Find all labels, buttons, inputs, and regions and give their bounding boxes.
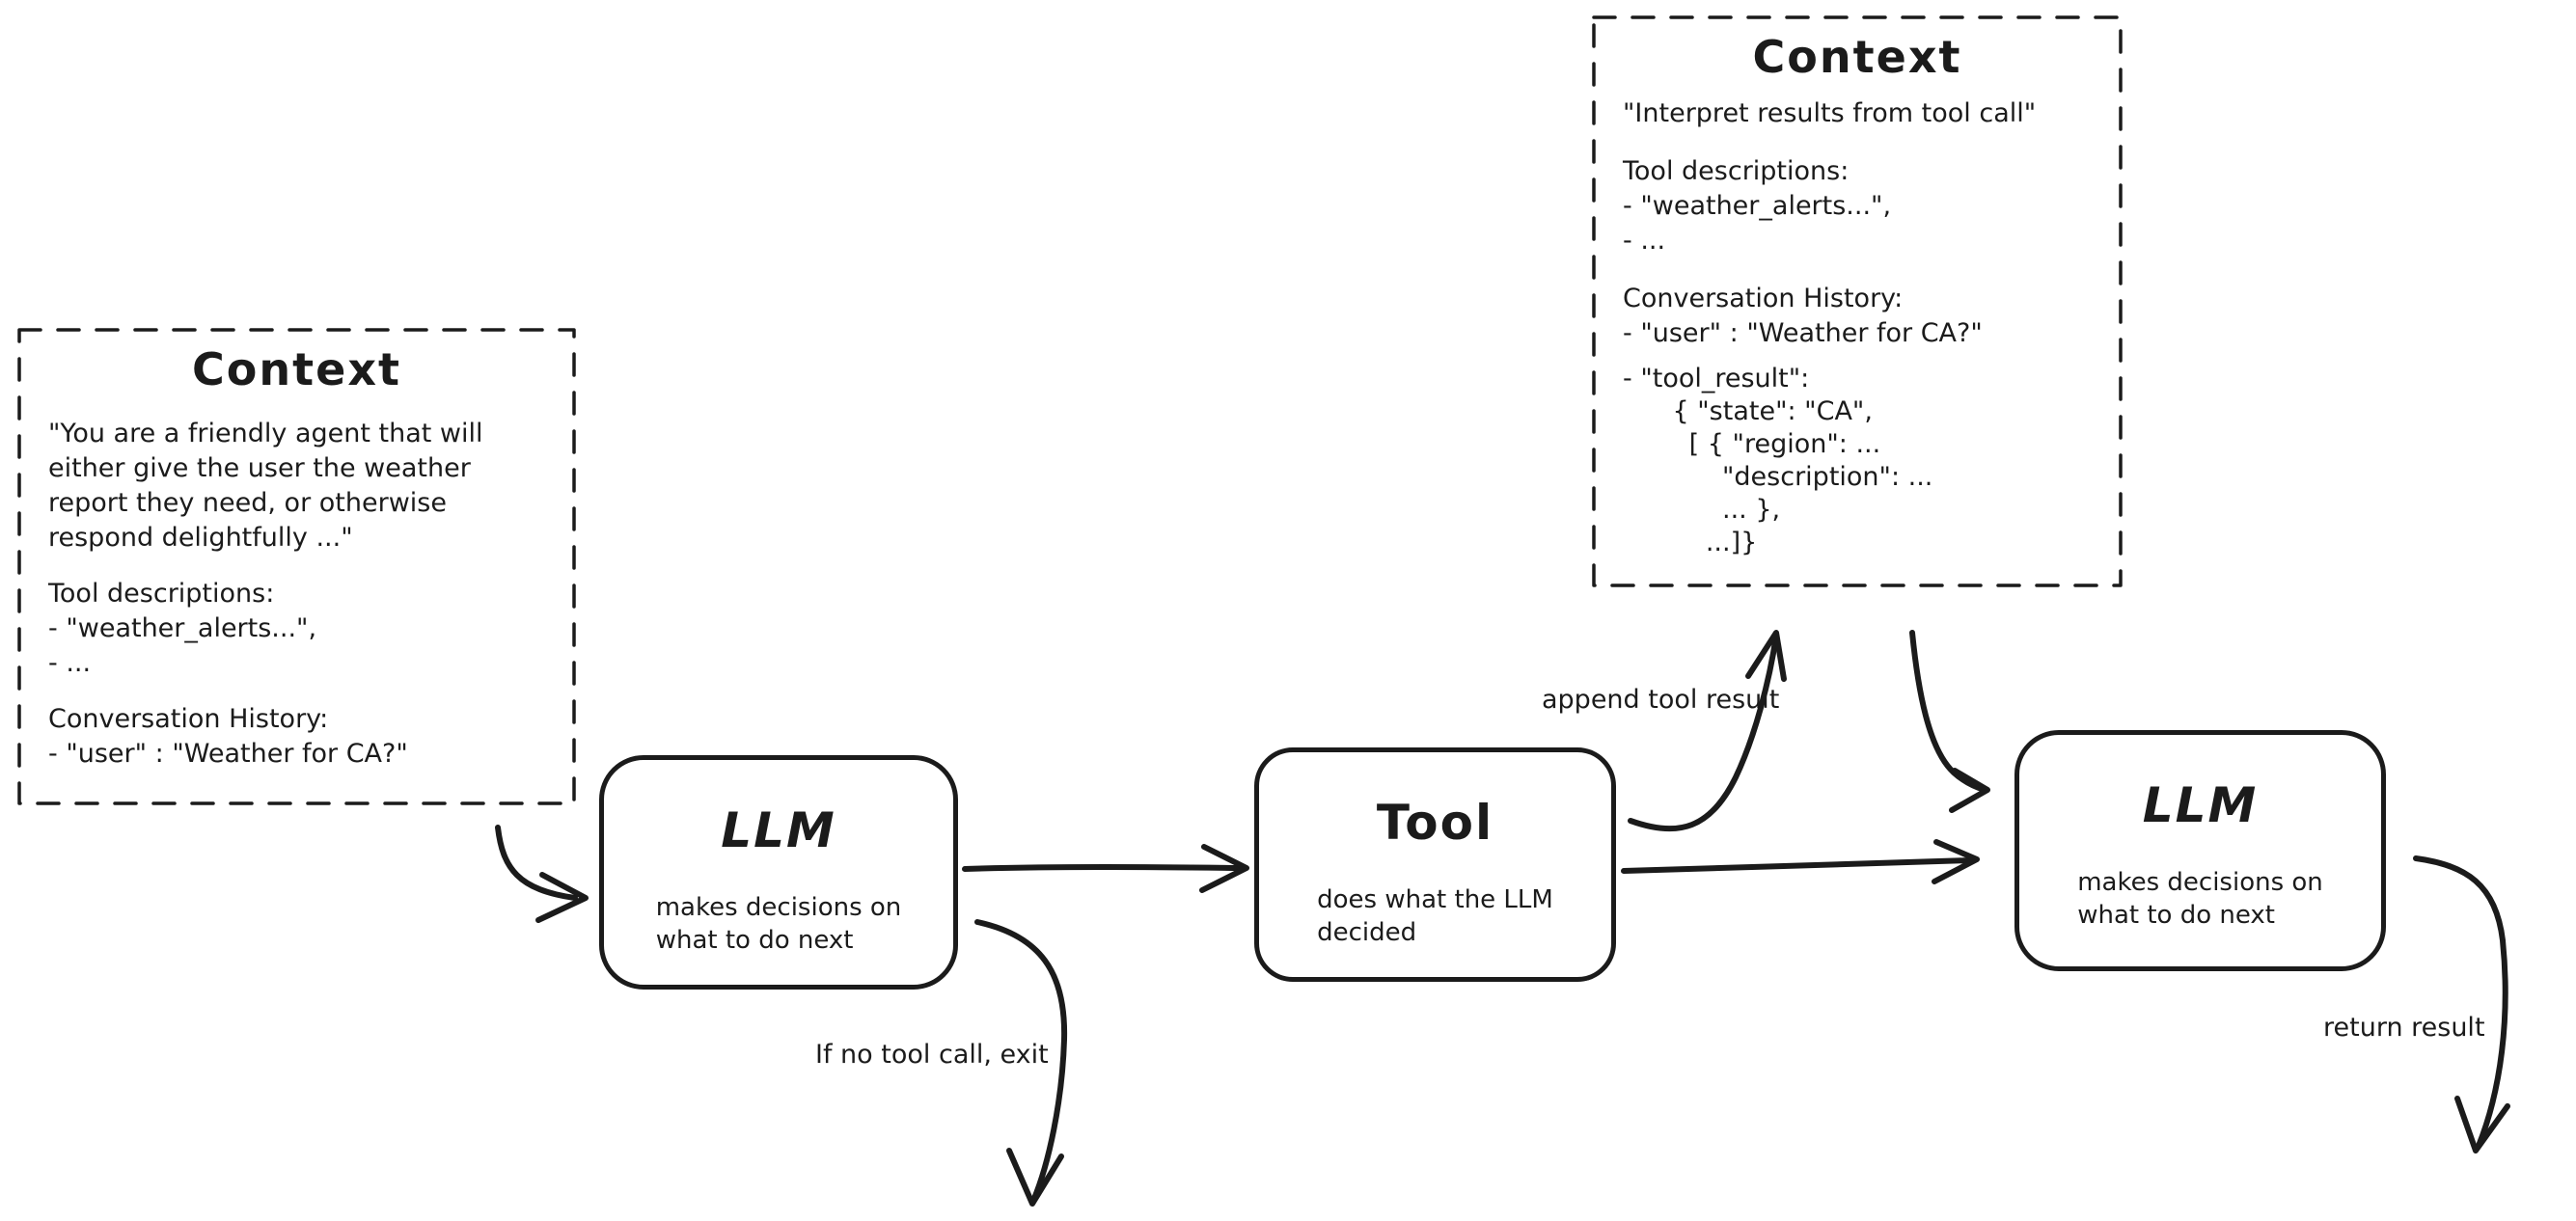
context-box-2-title: Context — [1752, 31, 1962, 83]
llm2-return-arrow — [2413, 855, 2510, 1153]
tool-to-context2-arrow — [1628, 630, 1787, 832]
context1-to-llm1-arrow — [495, 825, 589, 923]
context-box-2-instruction: "Interpret results from tool call" — [1623, 98, 2037, 128]
llm-node-2: LLM makes decisions on what to do next — [2014, 730, 2386, 971]
context-box-1-title: Context — [192, 343, 401, 395]
return-result-label: return result — [2323, 1013, 2485, 1043]
context-box-1: Context "You are a friendly agent that w… — [19, 330, 574, 803]
llm-node-1-subtitle: makes decisions on what to do next — [655, 893, 902, 955]
llm1-exit-arrow — [974, 919, 1068, 1207]
context-box-2-tool-result: - "tool_result": { "state": "CA", [ { "r… — [1623, 364, 1933, 557]
llm-node-2-title: LLM — [2142, 777, 2259, 833]
if-no-tool-call-exit-label: If no tool call, exit — [815, 1040, 1049, 1070]
context-box-1-system-prompt: "You are a friendly agent that will eith… — [48, 419, 483, 553]
context-box-2: Context "Interpret results from tool cal… — [1594, 17, 2121, 585]
context-box-2-border — [1592, 15, 2123, 587]
context-box-1-conversation-history: Conversation History: - "user" : "Weathe… — [48, 704, 408, 769]
append-tool-result-label: append tool result — [1542, 685, 1780, 715]
llm1-to-tool-arrow — [962, 844, 1249, 893]
llm-node-1-title: LLM — [721, 802, 836, 858]
context-box-1-tool-descriptions: Tool descriptions: - "weather_alerts..."… — [48, 579, 317, 678]
llm-node-1: LLM makes decisions on what to do next — [599, 755, 958, 990]
tool-node: Tool does what the LLM decided — [1254, 747, 1616, 982]
tool-to-llm2-arrow — [1621, 839, 1980, 884]
context2-to-llm2-arrow — [1909, 630, 1990, 813]
tool-node-subtitle: does what the LLM decided — [1317, 885, 1553, 947]
context-box-2-tool-descriptions: Tool descriptions: - "weather_alerts..."… — [1623, 156, 1892, 256]
context-box-1-border — [17, 328, 576, 805]
tool-node-title: Tool — [1376, 795, 1494, 851]
llm-node-2-subtitle: makes decisions on what to do next — [2077, 868, 2323, 930]
context-box-2-conversation-history: Conversation History: - "user" : "Weathe… — [1623, 284, 1983, 348]
